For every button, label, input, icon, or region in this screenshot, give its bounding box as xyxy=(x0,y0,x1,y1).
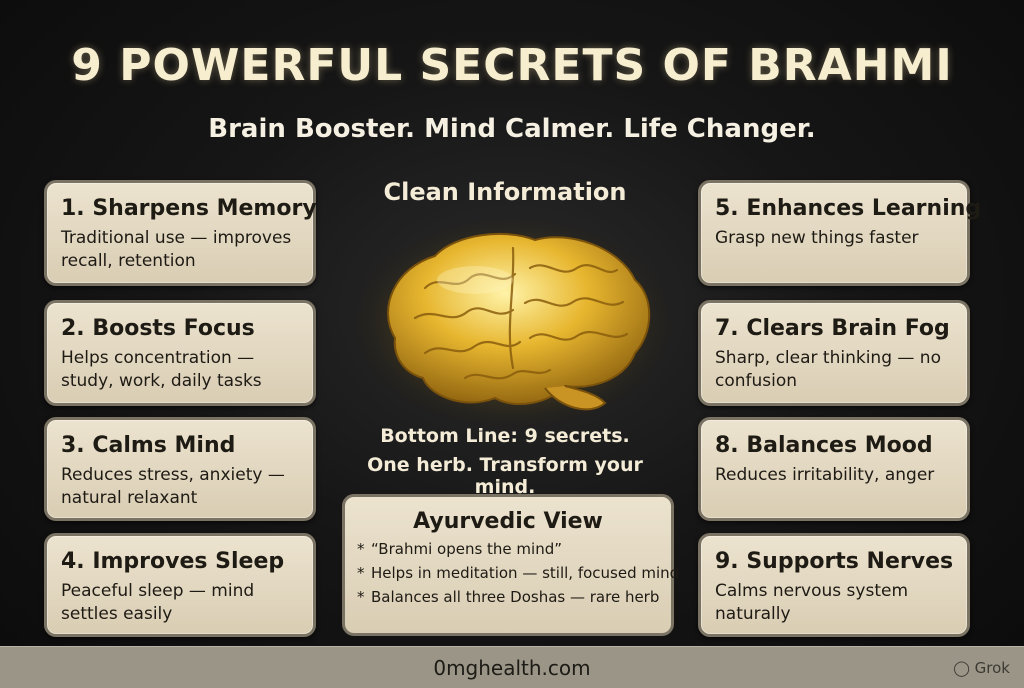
ayurvedic-view-box: Ayurvedic View *“Brahmi opens the mind” … xyxy=(342,494,679,636)
card-body: Sharp, clear thinking — no confusion xyxy=(715,348,941,391)
card-body: Grasp new things faster xyxy=(715,228,919,248)
clean-information-label: Clean Information xyxy=(383,178,627,206)
card-body: Reduces irritability, anger xyxy=(715,465,935,485)
ayurvedic-bullet: *Balances all three Doshas — rare herb xyxy=(357,585,659,609)
ayurvedic-heading: Ayurvedic View xyxy=(413,509,603,534)
bottom-line-1: Bottom Line: 9 secrets. xyxy=(380,425,630,447)
card-body: Helps concentration — study, work, daily… xyxy=(61,348,262,391)
card-heading: 3. Calms Mind xyxy=(61,433,236,458)
card-calms-mind: 3. Calms Mind Reduces stress, anxiety — … xyxy=(44,417,316,521)
card-body: Traditional use — improves recall, reten… xyxy=(61,228,292,271)
card-clears-brain-fog: 7. Clears Brain Fog Sharp, clear thinkin… xyxy=(698,300,970,406)
card-body: Peaceful sleep — mind settles easily xyxy=(61,581,255,624)
site-url: 0mghealth.com xyxy=(433,656,591,680)
card-enhances-learning: 5. Enhances Learning Grasp new things fa… xyxy=(698,180,982,286)
page-subtitle: Brain Booster. Mind Calmer. Life Changer… xyxy=(208,114,816,144)
card-boosts-focus: 2. Boosts Focus Helps concentration — st… xyxy=(44,300,316,406)
grok-watermark: ◯ Grok xyxy=(953,659,1010,677)
card-heading: 8. Balances Mood xyxy=(715,433,933,458)
card-heading: 7. Clears Brain Fog xyxy=(715,316,950,341)
card-body: Reduces stress, anxiety — natural relaxa… xyxy=(61,465,285,508)
card-supports-nerves: 9. Supports Nerves Calms nervous system … xyxy=(698,533,970,637)
golden-brain-illustration xyxy=(355,218,671,428)
card-heading: 9. Supports Nerves xyxy=(715,549,954,574)
ayurvedic-bullet: *Helps in meditation — still, focused mi… xyxy=(357,561,679,585)
card-heading: 4. Improves Sleep xyxy=(61,549,285,574)
grok-logo-icon: ◯ xyxy=(953,659,970,677)
card-sharpens-memory: 1. Sharpens Memory Traditional use — imp… xyxy=(44,180,317,286)
star-icon: * xyxy=(357,564,365,582)
ayurvedic-bullet: *“Brahmi opens the mind” xyxy=(357,537,659,561)
star-icon: * xyxy=(357,540,365,558)
card-heading: 2. Boosts Focus xyxy=(61,316,255,341)
footer-bar: 0mghealth.com ◯ Grok xyxy=(0,646,1024,688)
bottom-line-2: One herb. Transform your mind. xyxy=(367,454,643,498)
star-icon: * xyxy=(357,588,365,606)
card-body: Calms nervous system naturally xyxy=(715,581,909,624)
card-heading: 5. Enhances Learning xyxy=(715,196,982,221)
page-title: 9 POWERFUL SECRETS OF BRAHMI xyxy=(71,40,953,91)
card-balances-mood: 8. Balances Mood Reduces irritability, a… xyxy=(698,417,970,521)
card-improves-sleep: 4. Improves Sleep Peaceful sleep — mind … xyxy=(44,533,316,637)
card-heading: 1. Sharpens Memory xyxy=(61,196,317,221)
